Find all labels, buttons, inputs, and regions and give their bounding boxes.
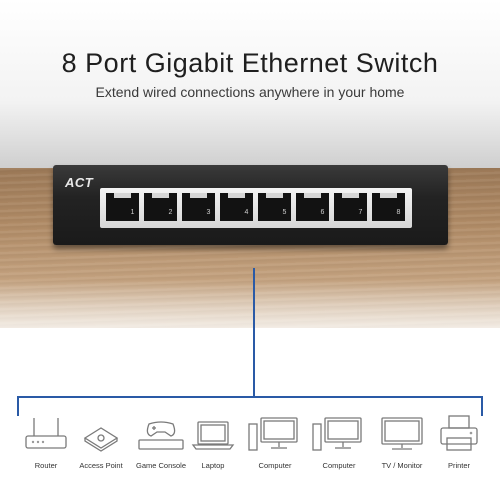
router-icon [25,418,67,449]
port-number: 1 [130,209,135,216]
ethernet-port-icon [258,193,291,221]
device-computer: Computer [308,412,370,472]
ethernet-port-icon [334,193,367,221]
port-number: 6 [320,209,325,216]
laptop-icon [191,421,235,450]
printer-icon [440,415,478,451]
page-subtitle: Extend wired connections anywhere in you… [95,84,405,100]
connection-line [17,396,483,398]
port-number: 3 [206,209,211,216]
device-access-point: Access Point [70,412,132,472]
ethernet-port-icon [144,193,177,221]
device-computer: Computer [244,412,306,472]
port-number: 4 [244,209,249,216]
ethernet-port-icon [106,193,139,221]
port-number: 8 [396,209,401,216]
game-console-icon [138,421,184,450]
ethernet-switch: ACT 1 2 3 4 5 6 7 8 [53,165,448,245]
device-label: Printer [447,461,471,470]
connection-line [481,396,483,416]
device-label: TV / Monitor [381,461,423,470]
port-number: 5 [282,209,287,216]
device-tv-monitor: TV / Monitor [371,412,433,472]
device-label: Router [34,461,58,470]
page-title: 8 Port Gigabit Ethernet Switch [61,48,439,78]
access-point-icon [83,427,119,452]
device-game-console: Game Console [130,412,192,472]
desktop-computer-icon [312,417,362,451]
device-label: Computer [258,461,292,470]
device-label: Computer [322,461,356,470]
ethernet-port-icon [372,193,405,221]
ethernet-port-icon [296,193,329,221]
ethernet-port-icon [220,193,253,221]
white-background [0,390,500,500]
connection-line [253,268,255,398]
brand-logo: ACT [65,175,94,190]
wall-background [0,0,500,168]
shelf-fade [0,280,500,390]
device-label: Laptop [201,461,225,470]
desktop-computer-icon [248,417,298,451]
port-number: 2 [168,209,173,216]
tv-monitor-icon [381,417,423,450]
port-panel [100,188,412,228]
device-router: Router [15,412,77,472]
device-printer: Printer [428,412,490,472]
device-laptop: Laptop [182,412,244,472]
ethernet-port-icon [182,193,215,221]
device-label: Game Console [135,461,187,470]
connection-line [17,396,19,416]
device-label: Access Point [79,461,123,470]
port-number: 7 [358,209,363,216]
